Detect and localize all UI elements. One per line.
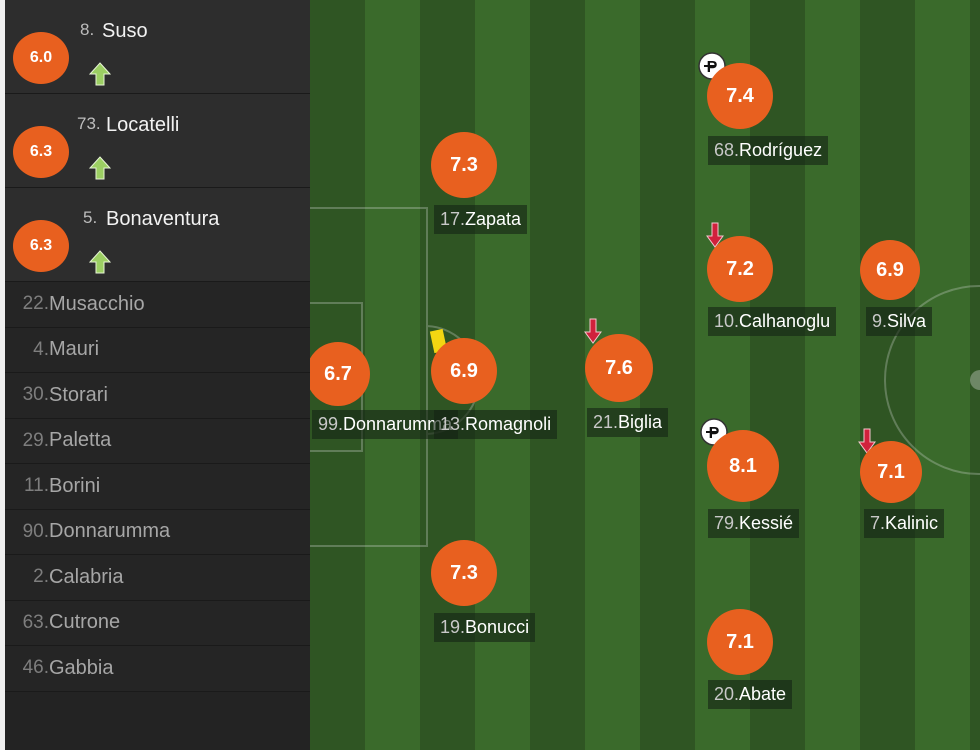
player-label: 20.Abate	[708, 680, 793, 709]
sub-in-row[interactable]: 6.3 73. Locatelli	[5, 94, 310, 188]
sub-out-arrow-icon	[706, 222, 724, 248]
rating-badge: 6.3	[13, 220, 69, 272]
player-name: Donnarumma	[343, 414, 453, 434]
player-number: 99.	[318, 414, 344, 434]
bench-player-row[interactable]: 30. Storari	[5, 373, 310, 419]
player-number: 10.	[714, 311, 740, 331]
player-number: 30.	[22, 384, 49, 406]
player-number: 19.	[440, 617, 466, 637]
player-name: Bonaventura	[106, 208, 220, 230]
rating-badge: 7.1	[860, 441, 922, 503]
sub-in-arrow-icon	[89, 62, 111, 86]
player-name: Zapata	[465, 209, 522, 229]
rating-badge: 8.1	[707, 430, 779, 502]
player-number: 8.	[80, 20, 95, 39]
svg-text:P: P	[709, 425, 720, 442]
svg-text:P: P	[707, 59, 718, 76]
bench-player-row[interactable]: 29. Paletta	[5, 418, 310, 464]
player-number: 20.	[714, 684, 740, 704]
sub-in-arrow-icon	[89, 250, 111, 274]
rating-badge: 6.9	[431, 338, 497, 404]
rating-badge: 7.3	[431, 132, 497, 198]
player-label: 68.Rodríguez	[708, 136, 829, 165]
rating-badge: 6.3	[13, 126, 69, 178]
player-label: 10.Calhanoglu	[708, 307, 837, 336]
bench-player-row[interactable]: 63. Cutrone	[5, 600, 310, 646]
penalty-area-line	[310, 207, 428, 547]
rating-badge: 7.1	[707, 609, 773, 675]
player-name: Kalinic	[885, 513, 939, 533]
player-name: Abate	[739, 684, 787, 704]
rating-badge: 6.7	[310, 342, 370, 406]
player-name: Kessié	[739, 513, 794, 533]
player-label: 7.Kalinic	[864, 509, 945, 538]
player-number: 11.	[23, 475, 49, 497]
player-name: Calhanoglu	[739, 311, 831, 331]
player-name: Calabria	[49, 565, 124, 588]
player-label: 21.Biglia	[587, 408, 669, 437]
player-number: 29.	[22, 429, 49, 451]
player-name: Gabbia	[49, 656, 114, 679]
rating-badge: 6.9	[860, 240, 920, 300]
player-name: Rodríguez	[739, 140, 823, 160]
player-number: 4.	[33, 338, 49, 360]
player-name: Cutrone	[49, 611, 121, 634]
sub-in-row[interactable]: 6.3 5. Bonaventura	[5, 188, 310, 282]
sub-in-arrow-icon	[89, 156, 111, 180]
player-name: Mauri	[49, 338, 100, 361]
player-number: 46.	[22, 657, 49, 679]
player-name: Donnarumma	[49, 520, 171, 543]
player-label: 17.Zapata	[434, 205, 528, 234]
player-number: 68.	[714, 140, 740, 160]
rating-badge: 7.3	[431, 540, 497, 606]
rating-badge: 7.6	[585, 334, 653, 402]
player-name: Silva	[887, 311, 927, 331]
sub-in-row[interactable]: 6.0 8. Suso	[5, 0, 310, 94]
player-name: Storari	[49, 383, 108, 406]
player-number: 9.	[872, 311, 888, 331]
bench-player-row[interactable]: 2. Calabria	[5, 555, 310, 601]
player-label: 79.Kessié	[708, 509, 800, 538]
player-name: Paletta	[49, 429, 112, 452]
player-number: 63.	[22, 611, 49, 633]
player-label: 99.Donnarumma	[312, 410, 459, 439]
bench-player-row[interactable]: 22. Musacchio	[5, 282, 310, 328]
player-number: 2.	[33, 566, 49, 588]
player-number: 17.	[440, 209, 466, 229]
player-number: 90.	[22, 520, 49, 542]
player-name: Biglia	[618, 412, 663, 432]
sub-out-arrow-icon	[584, 318, 602, 344]
player-number: 13.	[440, 414, 466, 434]
player-number: 7.	[870, 513, 886, 533]
bench-player-row[interactable]: 4. Mauri	[5, 327, 310, 373]
bench-player-row[interactable]: 11. Borini	[5, 464, 310, 510]
rating-badge: 6.0	[13, 32, 69, 84]
player-label: 13.Romagnoli	[434, 410, 558, 439]
player-number: 22.	[22, 293, 49, 315]
rating-badge: 7.4	[707, 63, 773, 129]
player-name: Bonucci	[465, 617, 530, 637]
player-number: 5.	[83, 208, 98, 227]
center-spot	[970, 370, 980, 390]
player-label: 19.Bonucci	[434, 613, 536, 642]
player-name: Romagnoli	[465, 414, 552, 434]
rating-badge: 7.2	[707, 236, 773, 302]
pitch: 6.7 99.Donnarumma 7.3 17.Zapata 6.9 13.R…	[310, 0, 980, 750]
substitutes-panel: 6.0 8. Suso 6.3 73. Locatelli 6.3 5. Bon…	[0, 0, 310, 750]
player-label: 9.Silva	[866, 307, 933, 336]
player-name: Musacchio	[49, 292, 145, 315]
player-number: 73.	[77, 114, 101, 133]
bench-player-row[interactable]: 90. Donnarumma	[5, 509, 310, 555]
player-number: 79.	[714, 513, 740, 533]
player-name: Locatelli	[106, 114, 180, 136]
player-name: Suso	[102, 20, 148, 42]
player-number: 21.	[593, 412, 619, 432]
player-name: Borini	[49, 474, 101, 497]
bench-player-row[interactable]: 46. Gabbia	[5, 646, 310, 692]
